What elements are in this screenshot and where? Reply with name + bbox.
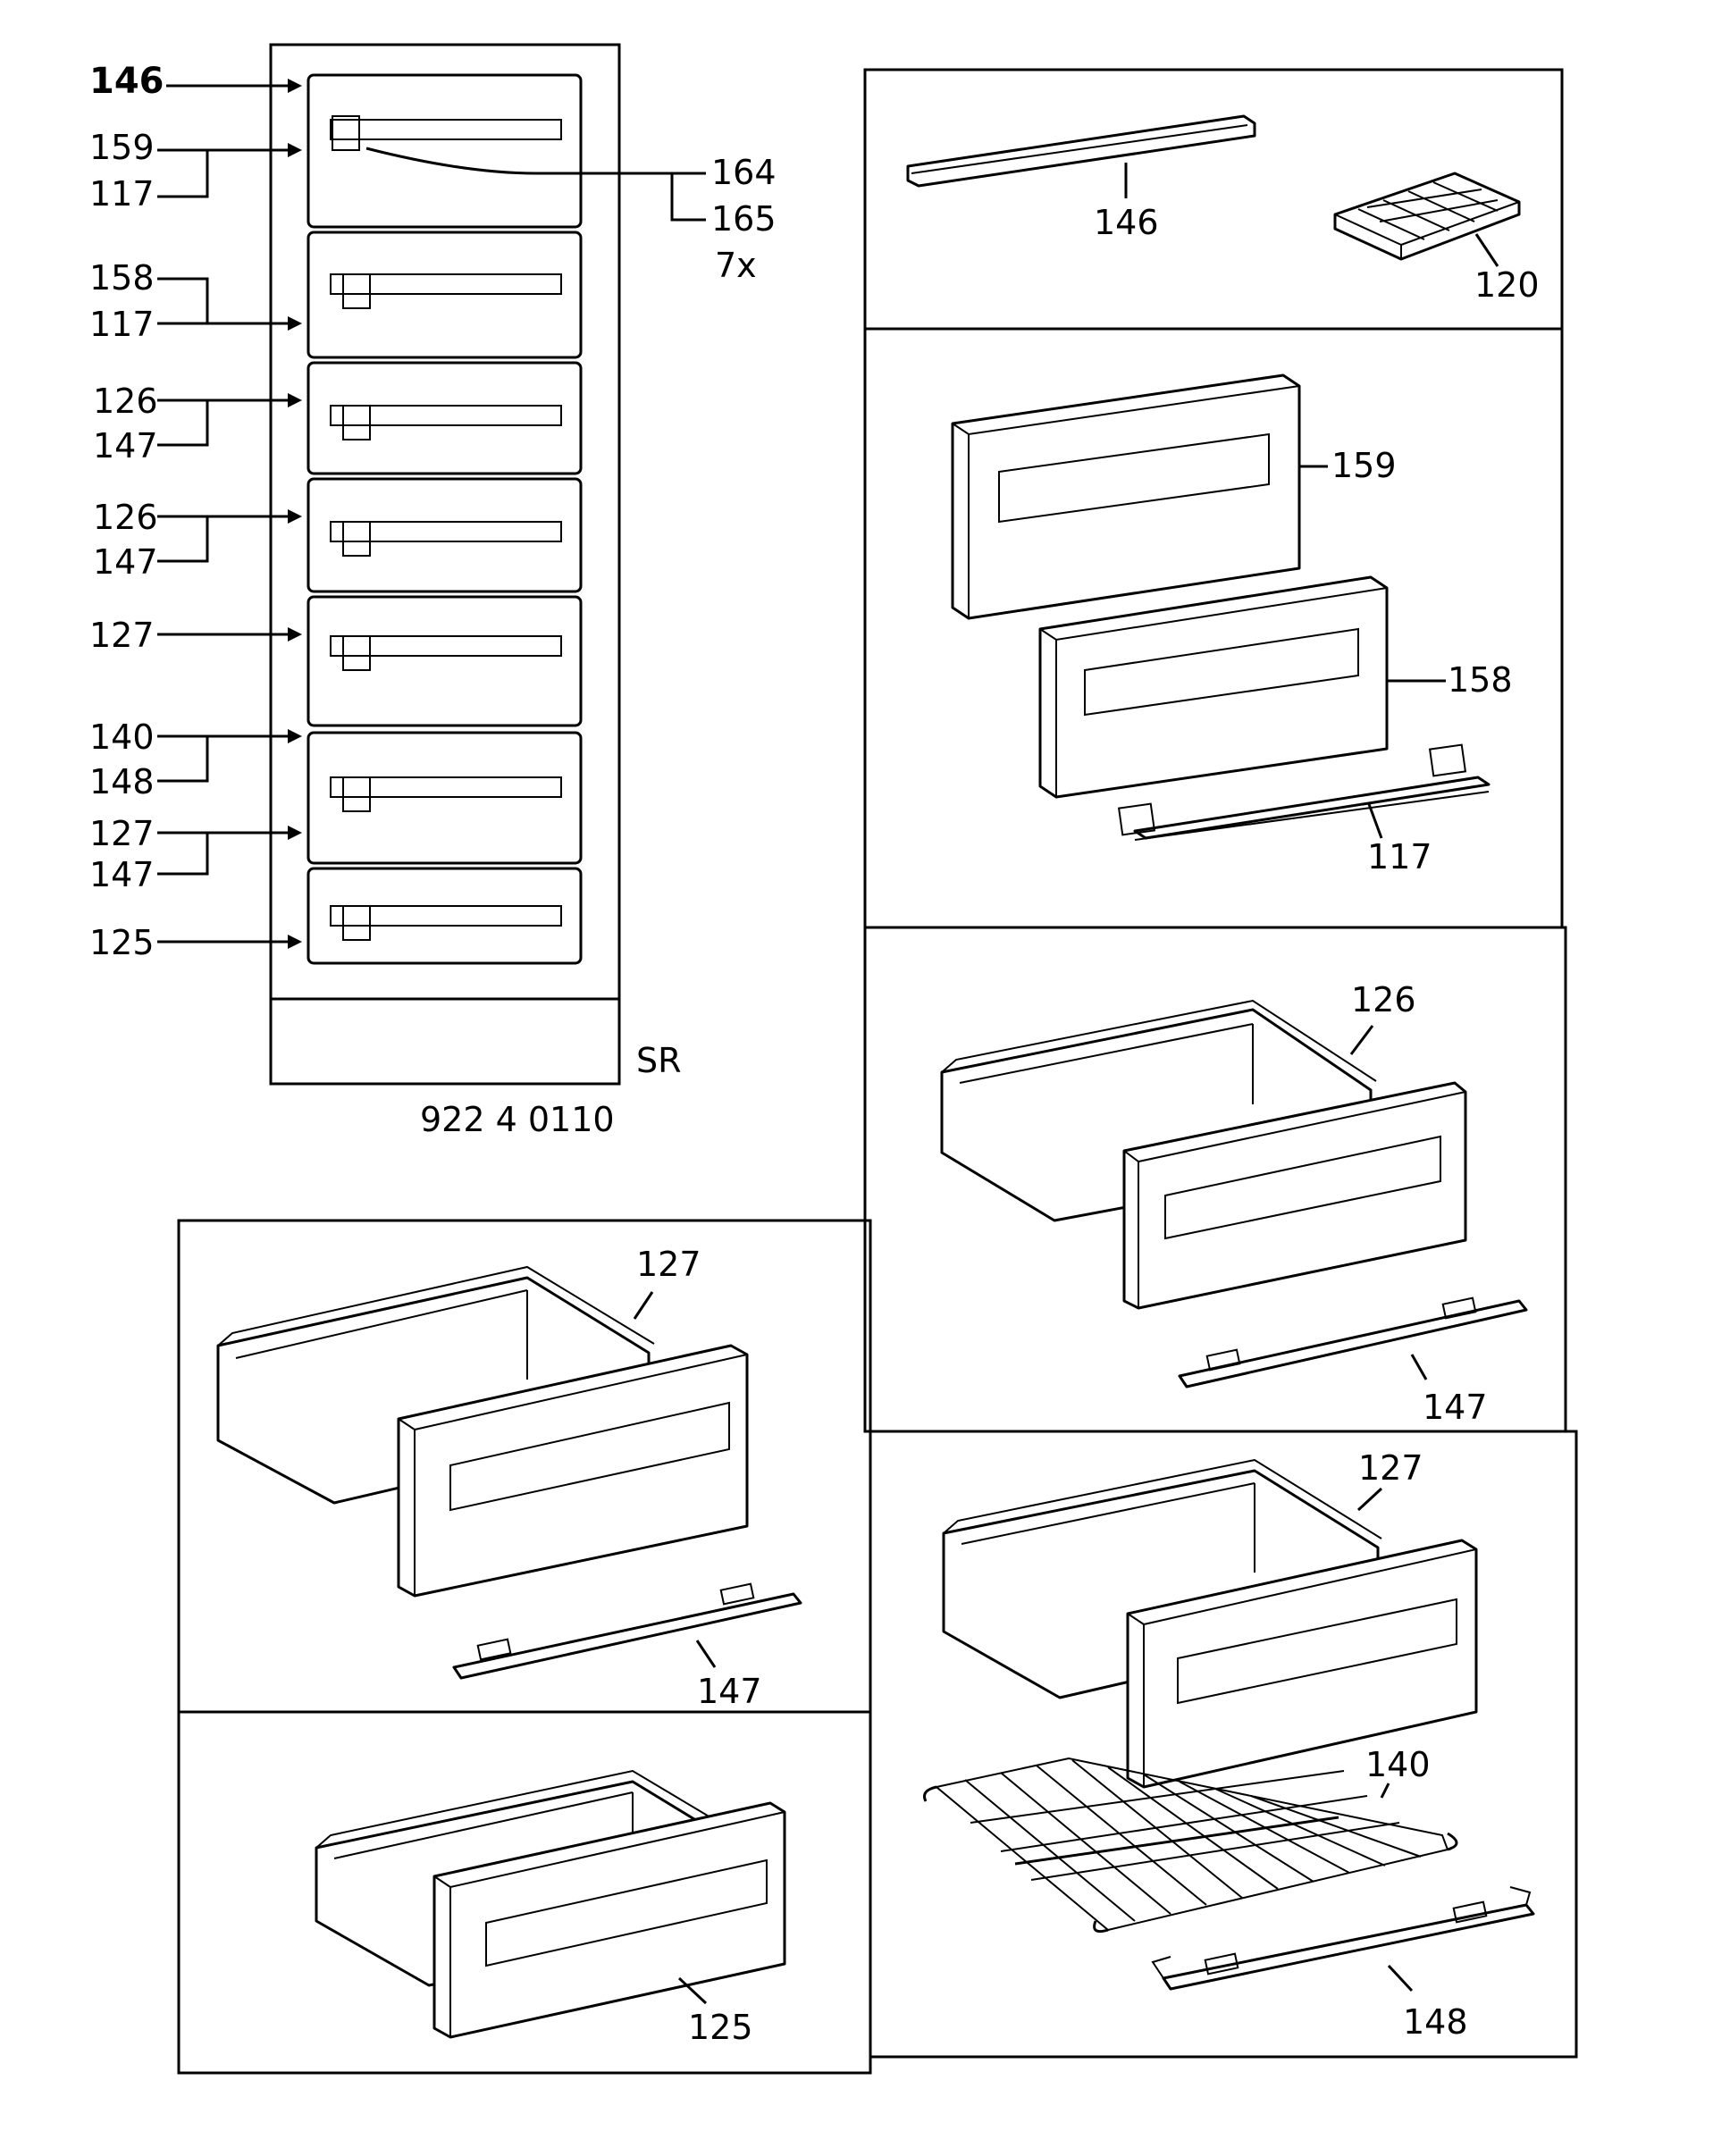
label-165: 165 [711, 199, 777, 239]
part-126-drawer: 126 [940, 980, 1467, 1310]
label-7x: 7x [715, 246, 757, 285]
label-148: 148 [1403, 2002, 1468, 2042]
label-variant: SR [636, 1041, 682, 1080]
label-148: 148 [89, 762, 155, 801]
part-147-bar-right: 147 [1178, 1296, 1528, 1427]
left-leaders [157, 79, 302, 949]
right-leaders [365, 147, 706, 222]
label-127: 127 [636, 1245, 701, 1284]
drawer-handles [330, 115, 562, 941]
label-159: 159 [1331, 446, 1397, 485]
label-158: 158 [89, 258, 155, 298]
label-126: 126 [1351, 980, 1416, 1019]
label-158: 158 [1448, 660, 1513, 700]
part-147-bar-left: 147 [452, 1582, 802, 1711]
label-117: 117 [89, 174, 155, 214]
part-120-ice-tray: 120 [1333, 172, 1540, 305]
cabinet-outline [269, 43, 621, 1086]
label-146: 146 [89, 61, 164, 102]
label-127: 127 [89, 814, 155, 853]
part-127-drawer-right: 127 [942, 1448, 1478, 1789]
label-120: 120 [1474, 265, 1540, 305]
label-147: 147 [93, 542, 158, 582]
panel-borders [177, 68, 1578, 2075]
part-158-front: 158 [1038, 575, 1513, 799]
label-125: 125 [89, 923, 155, 962]
label-126: 126 [93, 498, 158, 537]
part-140-wire-shelf: 140 [923, 1745, 1458, 1934]
part-125-drawer: 125 [315, 1769, 786, 2047]
label-127: 127 [1358, 1448, 1423, 1488]
label-117: 117 [1367, 837, 1432, 877]
label-147: 147 [1423, 1388, 1488, 1427]
label-147: 147 [697, 1672, 762, 1711]
label-164: 164 [711, 153, 777, 192]
drawer-fronts [306, 73, 583, 965]
label-140: 140 [1365, 1745, 1431, 1784]
label-125: 125 [688, 2008, 753, 2047]
part-146-strip: 146 [906, 114, 1256, 242]
label-147: 147 [93, 426, 158, 466]
part-127-drawer-left: 127 [216, 1245, 749, 1598]
part-159-front: 159 [951, 373, 1397, 620]
label-147: 147 [89, 855, 155, 894]
part-117-handle-bar: 117 [1117, 743, 1490, 877]
label-146: 146 [1094, 203, 1159, 242]
label-117: 117 [89, 305, 155, 344]
label-126: 126 [93, 382, 158, 421]
label-127: 127 [89, 616, 155, 655]
part-148-bar: 148 [1151, 1886, 1535, 2042]
model-number: 922 4 0110 [420, 1100, 615, 1139]
label-159: 159 [89, 128, 155, 167]
label-140: 140 [89, 717, 155, 757]
freezer-overview: 146 159 117 158 117 126 147 126 147 127 … [89, 43, 777, 1139]
